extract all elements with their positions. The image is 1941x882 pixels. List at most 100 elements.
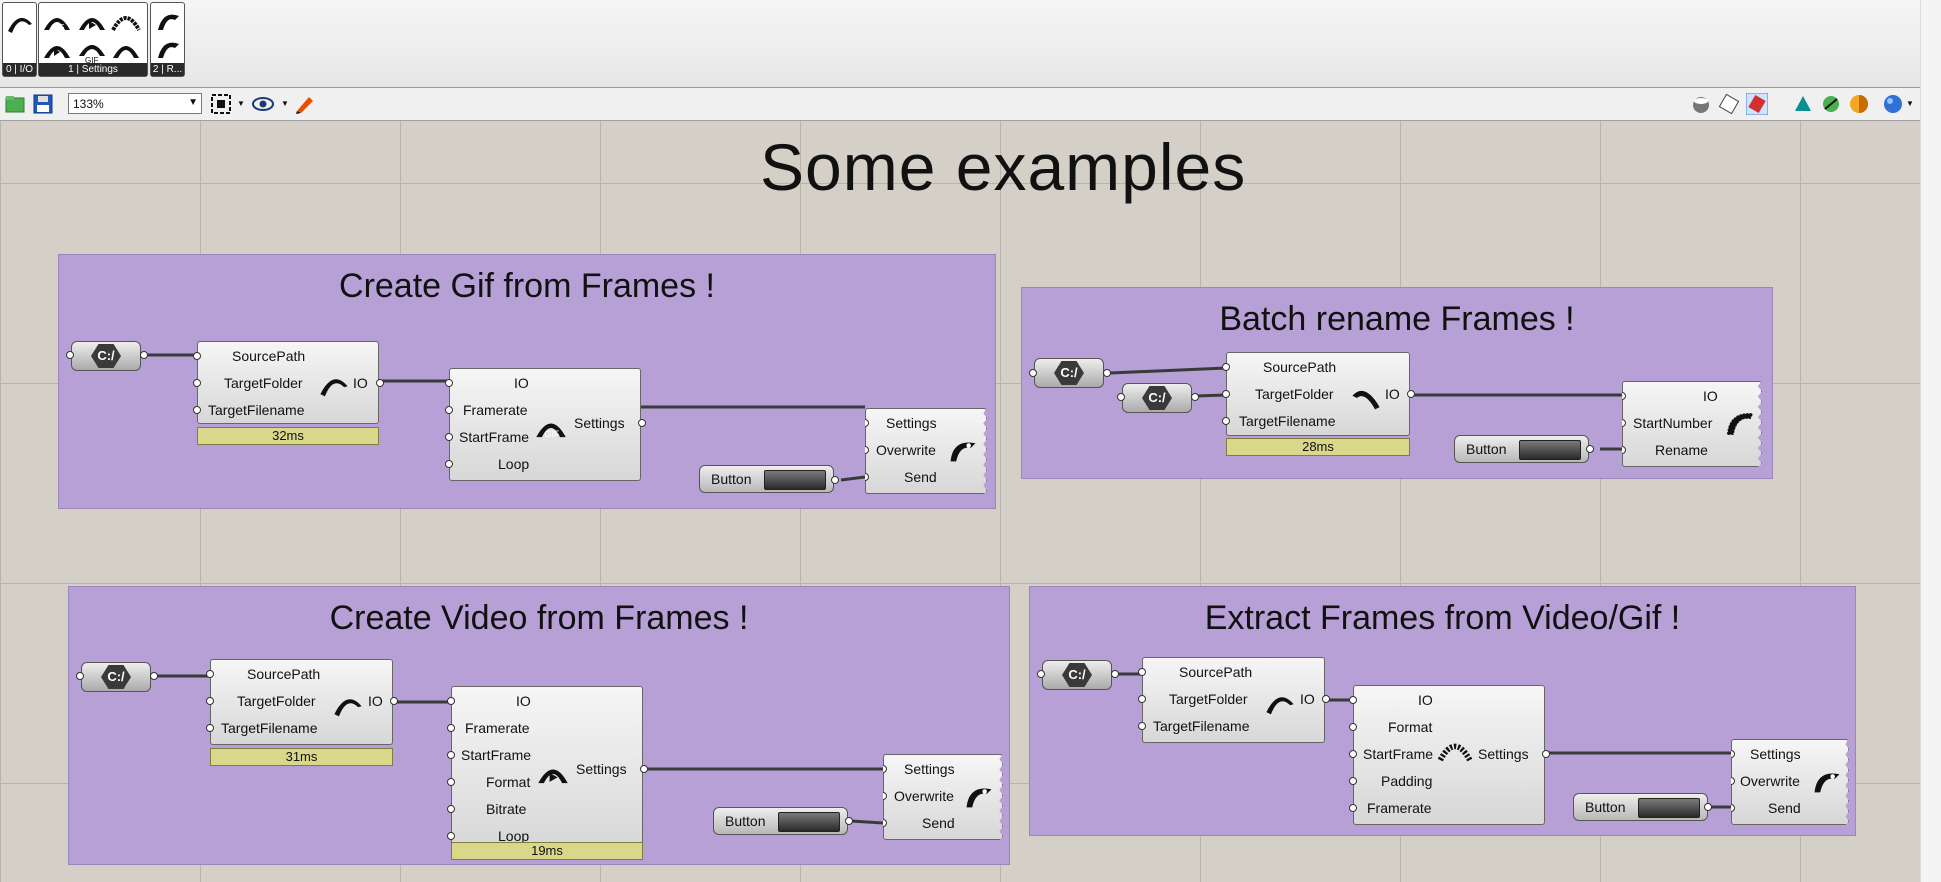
- input-grip[interactable]: [447, 778, 455, 786]
- output-grip[interactable]: [640, 765, 648, 773]
- io-component[interactable]: SourcePath TargetFolder TargetFilename I…: [206, 659, 398, 745]
- input-grip[interactable]: [1222, 390, 1230, 398]
- gif-write-icon[interactable]: GIF: [77, 36, 107, 64]
- input-grip[interactable]: [206, 724, 214, 732]
- path-param[interactable]: C:/: [1034, 358, 1104, 388]
- input-grip[interactable]: [445, 379, 453, 387]
- create-video-component[interactable]: Settings Overwrite Send: [883, 754, 1003, 840]
- input-grip[interactable]: [1222, 417, 1230, 425]
- input-grip[interactable]: [447, 724, 455, 732]
- group-batch-rename[interactable]: Batch rename Frames ! C:/ C:/ SourcePath…: [1021, 287, 1773, 479]
- path-param[interactable]: C:/: [71, 341, 141, 371]
- gif-settings-icon[interactable]: GIF: [42, 8, 72, 36]
- gif-settings-component[interactable]: IO Framerate StartFrame Loop GIF Setting…: [445, 368, 646, 481]
- rename-component[interactable]: IO StartNumber Rename: [1622, 381, 1762, 467]
- chevron-down-icon[interactable]: ▼: [1906, 99, 1914, 108]
- output-grip[interactable]: [150, 672, 158, 680]
- input-grip[interactable]: [1117, 393, 1125, 401]
- button-face[interactable]: [778, 812, 840, 832]
- output-grip[interactable]: [1586, 445, 1594, 453]
- input-grip[interactable]: [445, 460, 453, 468]
- extract-settings-icon[interactable]: [111, 8, 141, 36]
- frames-icon[interactable]: [111, 36, 141, 64]
- rename-icon[interactable]: [153, 8, 183, 36]
- material-icon[interactable]: [1848, 93, 1870, 115]
- input-grip[interactable]: [206, 670, 214, 678]
- create-gif-component[interactable]: Settings Overwrite Send: [865, 408, 987, 494]
- io-component[interactable]: SourcePath TargetFolder TargetFilename I…: [1222, 352, 1415, 436]
- output-grip[interactable]: [1322, 695, 1330, 703]
- extract-frames-component[interactable]: Settings Overwrite Send: [1731, 739, 1849, 825]
- input-grip[interactable]: [1029, 369, 1037, 377]
- preview-wire-icon[interactable]: [1718, 93, 1740, 115]
- input-grip[interactable]: [206, 697, 214, 705]
- io-component[interactable]: SourcePath TargetFolder TargetFilename I…: [1138, 657, 1330, 743]
- output-grip[interactable]: [845, 817, 853, 825]
- input-grip[interactable]: [447, 751, 455, 759]
- preview-eye-icon[interactable]: [252, 93, 274, 115]
- vertical-scrollbar[interactable]: [1920, 0, 1941, 882]
- input-grip[interactable]: [1138, 722, 1146, 730]
- preview-shaded-icon[interactable]: [1746, 93, 1768, 115]
- preview-off-icon[interactable]: [1690, 93, 1712, 115]
- button-param[interactable]: Button: [699, 465, 834, 493]
- rename-batch-icon[interactable]: [153, 36, 183, 64]
- output-grip[interactable]: [1542, 750, 1550, 758]
- display-sphere-icon[interactable]: [1882, 93, 1904, 115]
- output-grip[interactable]: [1704, 803, 1712, 811]
- chevron-down-icon[interactable]: ▼: [237, 99, 245, 108]
- output-grip[interactable]: [376, 379, 384, 387]
- ribbon-tab-settings[interactable]: GIF GIF 1 | Settings: [38, 2, 148, 77]
- group-create-video[interactable]: Create Video from Frames ! C:/ SourcePat…: [68, 586, 1010, 865]
- button-param[interactable]: Button: [1573, 793, 1708, 821]
- gumball-icon[interactable]: [1820, 93, 1842, 115]
- ribbon-tab-io[interactable]: 0 | I/O: [2, 2, 37, 77]
- io-component-icon[interactable]: [5, 9, 35, 37]
- path-param[interactable]: C:/: [1122, 383, 1192, 413]
- output-grip[interactable]: [140, 351, 148, 359]
- gif-read-icon[interactable]: [42, 36, 72, 64]
- ribbon-tab-rename[interactable]: 2 | R...: [150, 2, 185, 77]
- input-grip[interactable]: [1349, 723, 1357, 731]
- button-face[interactable]: [764, 470, 826, 490]
- input-grip[interactable]: [447, 697, 455, 705]
- button-param[interactable]: Button: [1454, 435, 1589, 463]
- group-create-gif[interactable]: Create Gif from Frames ! C:/ SourcePath …: [58, 254, 996, 509]
- output-grip[interactable]: [1407, 390, 1415, 398]
- video-settings-component[interactable]: IO Framerate StartFrame Format Bitrate L…: [447, 686, 648, 852]
- input-grip[interactable]: [76, 672, 84, 680]
- grasshopper-canvas[interactable]: Some examples Create Gif from Frames ! C…: [0, 121, 1920, 882]
- input-grip[interactable]: [1349, 777, 1357, 785]
- group-extract-frames[interactable]: Extract Frames from Video/Gif ! C:/ Sour…: [1029, 586, 1856, 836]
- output-grip[interactable]: [638, 419, 646, 427]
- input-grip[interactable]: [1138, 668, 1146, 676]
- input-grip[interactable]: [445, 406, 453, 414]
- bake-icon[interactable]: [1792, 93, 1814, 115]
- zoom-extents-icon[interactable]: [210, 93, 232, 115]
- zoom-select[interactable]: 133% ▼: [68, 93, 202, 114]
- output-grip[interactable]: [1111, 670, 1119, 678]
- output-grip[interactable]: [1191, 393, 1199, 401]
- output-grip[interactable]: [831, 476, 839, 484]
- button-face[interactable]: [1638, 798, 1700, 818]
- extract-settings-component[interactable]: IO Format StartFrame Padding Framerate S…: [1349, 685, 1550, 825]
- input-grip[interactable]: [1349, 804, 1357, 812]
- input-grip[interactable]: [193, 406, 201, 414]
- save-icon[interactable]: [32, 93, 54, 115]
- input-grip[interactable]: [1349, 750, 1357, 758]
- input-grip[interactable]: [447, 805, 455, 813]
- button-face[interactable]: [1519, 440, 1581, 460]
- input-grip[interactable]: [66, 351, 74, 359]
- button-param[interactable]: Button: [713, 807, 848, 835]
- output-grip[interactable]: [390, 697, 398, 705]
- input-grip[interactable]: [445, 433, 453, 441]
- path-param[interactable]: C:/: [81, 662, 151, 692]
- input-grip[interactable]: [1222, 363, 1230, 371]
- input-grip[interactable]: [1138, 695, 1146, 703]
- input-grip[interactable]: [193, 352, 201, 360]
- video-settings-icon[interactable]: [77, 8, 107, 36]
- chevron-down-icon[interactable]: ▼: [281, 99, 289, 108]
- output-grip[interactable]: [1103, 369, 1111, 377]
- input-grip[interactable]: [1037, 670, 1045, 678]
- open-icon[interactable]: [4, 93, 26, 115]
